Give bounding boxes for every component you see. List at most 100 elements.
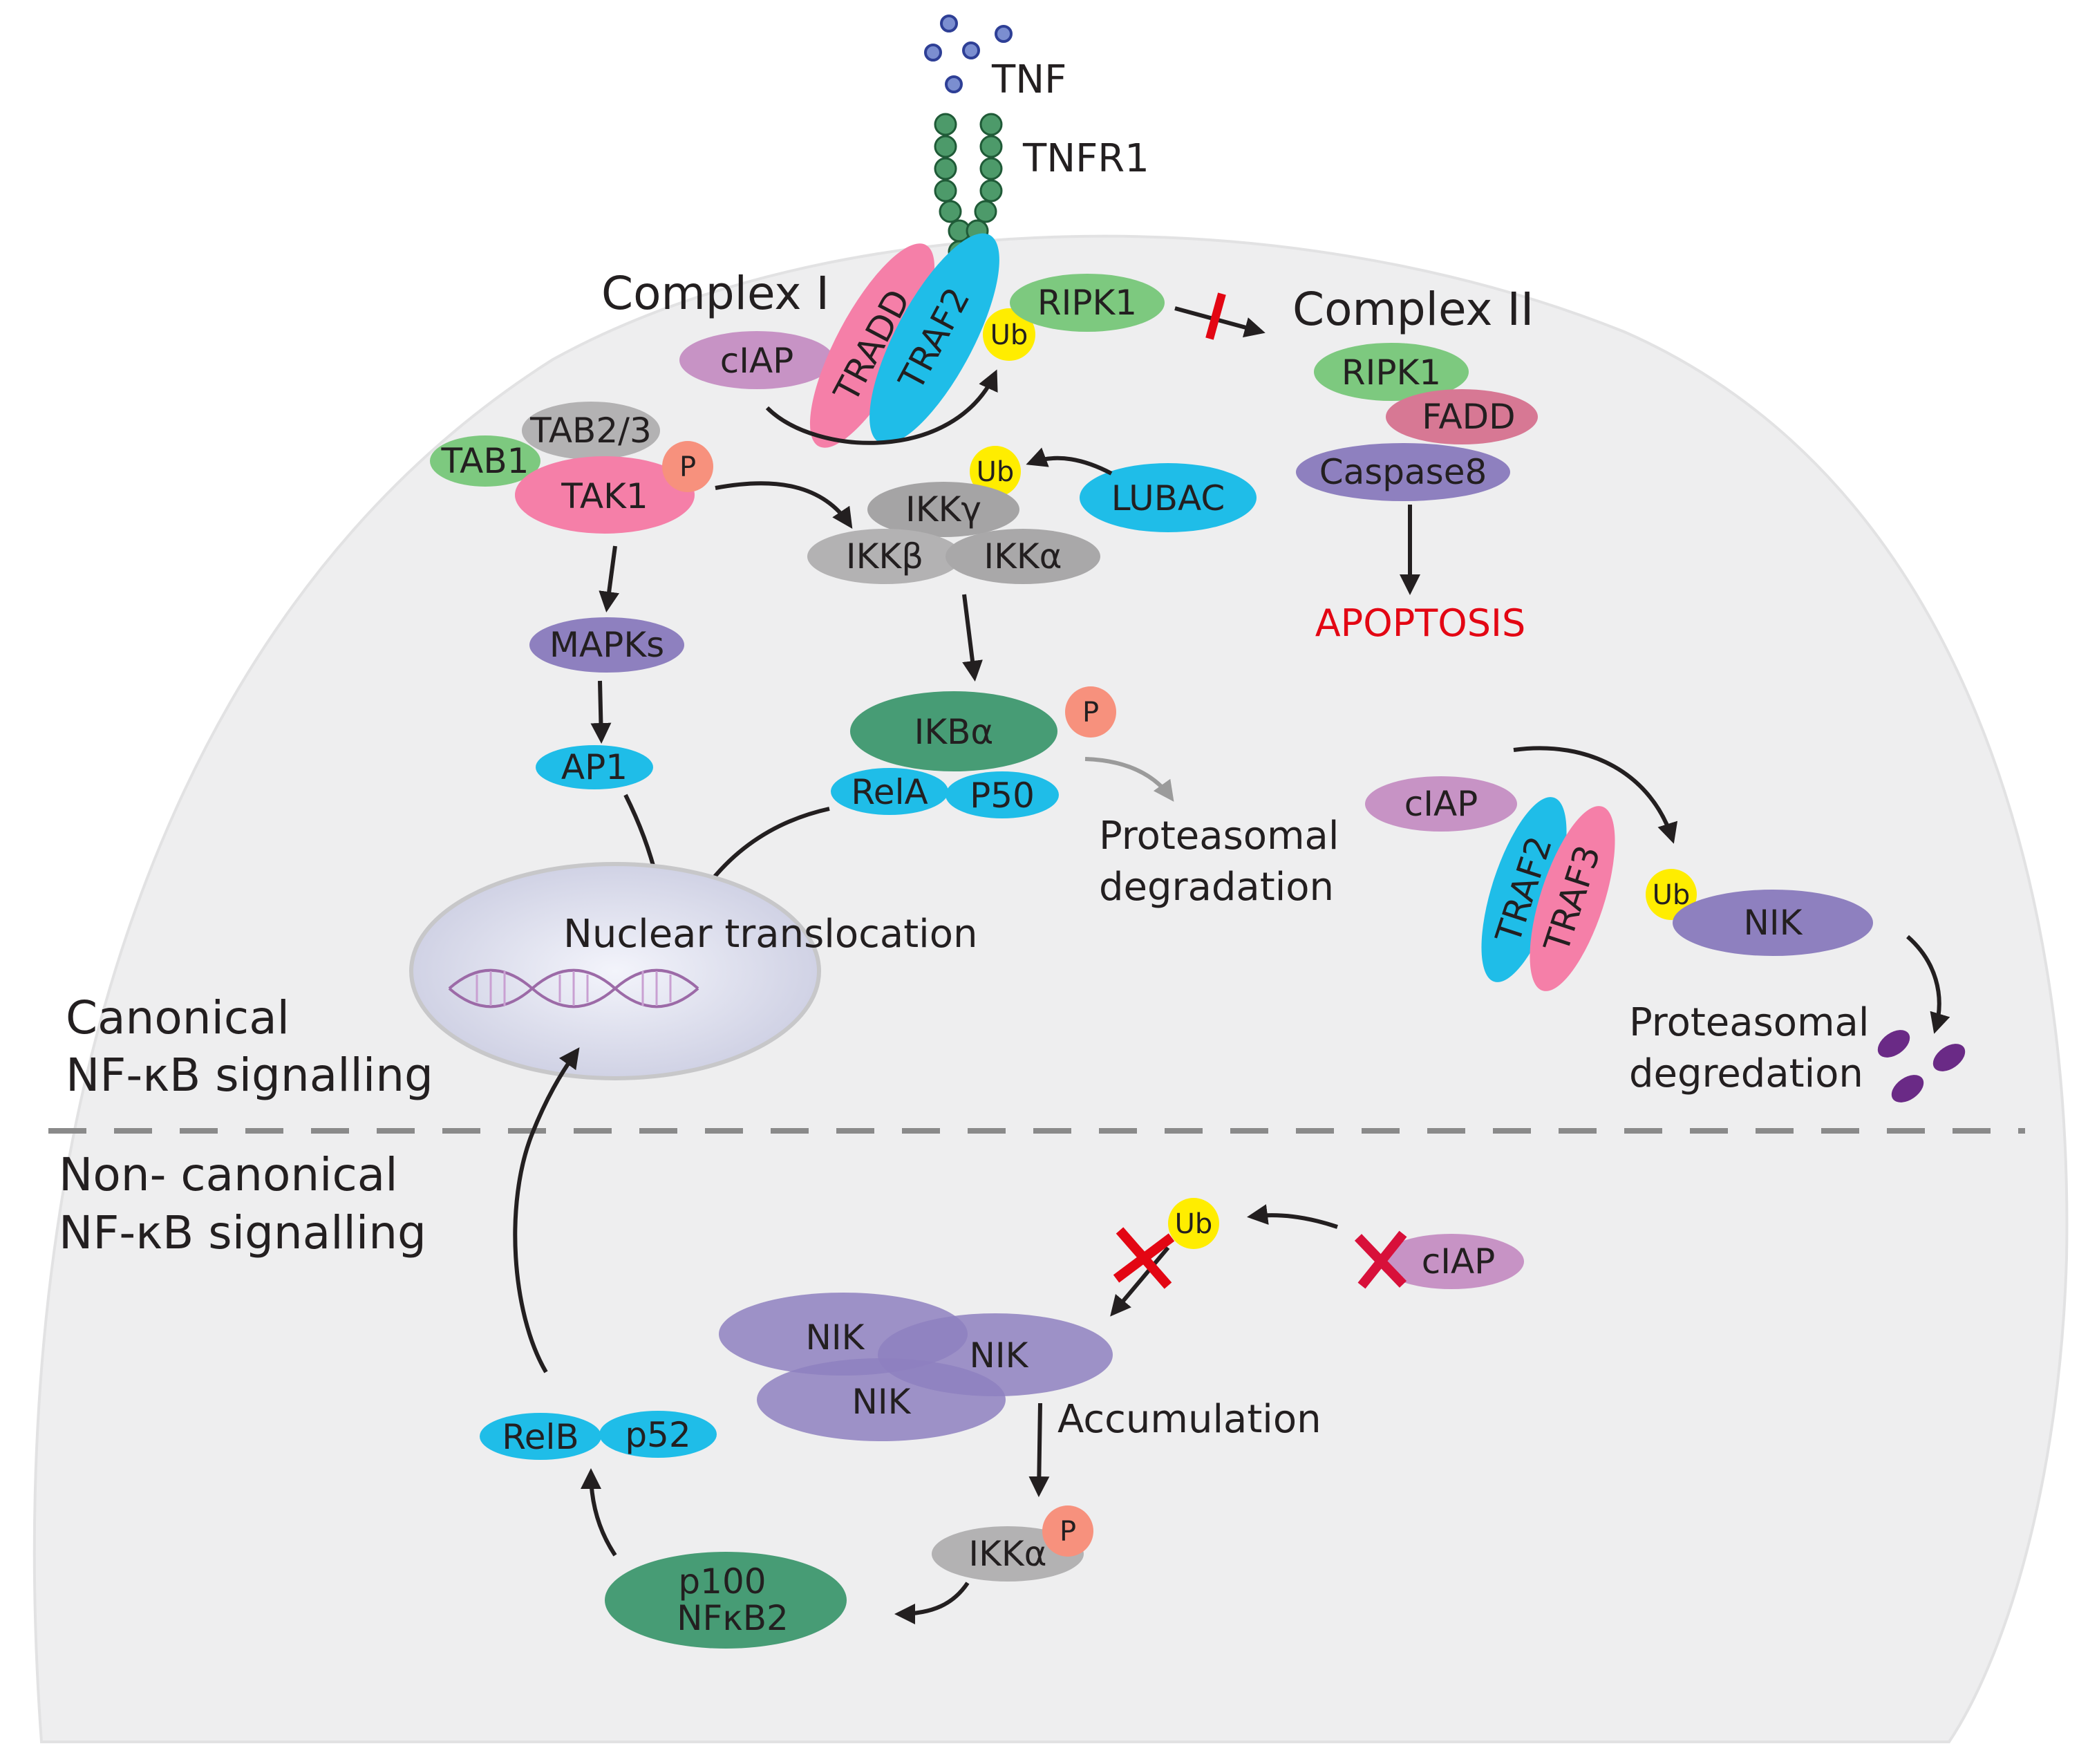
complex-one-label: Complex I [601,267,829,320]
ikka-to-p100-arrow [894,1582,970,1624]
ciap-to-nik-arrow [1513,746,1678,844]
tak1-protein: TAK1 [515,456,695,534]
ciap-inhibited-mark-icon [1354,1230,1407,1289]
relb-protein: RelB [480,1413,601,1460]
svg-text:P50: P50 [970,776,1035,816]
ap1-protein: AP1 [536,745,653,789]
ripk1-complex-two: RIPK1 [1314,343,1469,401]
svg-text:IKKα: IKKα [984,536,1062,576]
svg-text:IKKβ: IKKβ [846,536,923,576]
phospho-badge-tak1: P [662,441,713,492]
ciap-noncanonical-bottom: cIAP [1379,1234,1524,1289]
ikk-beta-protein: IKKβ [807,529,962,584]
complex-two-label: Complex II [1292,283,1534,336]
phospho-badge-ikba: P [1065,686,1116,738]
caspase8-protein: Caspase8 [1296,443,1510,501]
ub-to-nik-arrow-blocked [1110,1246,1170,1317]
svg-text:p52: p52 [625,1415,690,1455]
nik-protein-degraded: NIK [1673,890,1873,956]
lubac-protein: LUBAC [1080,463,1257,532]
svg-text:NIK: NIK [1744,903,1803,943]
svg-text:RIPK1: RIPK1 [1037,283,1137,323]
svg-text:IKKα: IKKα [968,1534,1046,1574]
svg-text:IKBα: IKBα [914,712,994,752]
svg-text:p100: p100 [678,1561,766,1602]
tnfr1-label: TNFR1 [1022,136,1149,181]
ikk-alpha-protein: IKKα [946,529,1100,584]
svg-text:TAK1: TAK1 [561,476,648,516]
svg-text:LUBAC: LUBAC [1111,478,1225,518]
dna-icon [448,968,699,1008]
svg-text:RelB: RelB [502,1417,578,1457]
svg-text:NIK: NIK [852,1382,912,1422]
p52-protein: p52 [599,1411,717,1458]
tnf-ligand-icon [924,15,1013,93]
p50-protein: P50 [946,771,1059,818]
noncanonical-title-line1: Non- canonical [59,1148,398,1201]
ikk-gamma-protein: IKKγ [867,482,1019,537]
svg-text:Ub: Ub [1653,879,1691,911]
p100-to-relb-arrow [581,1468,617,1557]
svg-text:Caspase8: Caspase8 [1319,452,1487,492]
canonical-title-line1: Canonical [66,991,290,1044]
svg-text:TAB1: TAB1 [441,441,529,481]
ubiquitination-blocked-mark-icon [1113,1227,1175,1289]
svg-text:RIPK1: RIPK1 [1342,353,1441,393]
ripk1-complex-one: RIPK1 [1010,274,1165,332]
nucleus [409,862,821,1080]
degredation-label-nik: degredation [1629,1051,1863,1096]
relb-p52-to-nucleus-arrow [513,1047,580,1373]
ub-badge-nik: Ub [1646,869,1697,920]
svg-text:MAPKs: MAPKs [549,625,664,665]
nuclear-translocation-label: Nuclear translocation [563,912,977,957]
svg-text:NIK: NIK [970,1335,1029,1376]
rela-protein: RelA [831,768,948,815]
ciap-noncanonical-top: cIAP [1365,776,1517,832]
svg-text:TAB2/3: TAB2/3 [529,411,652,451]
svg-text:RelA: RelA [851,772,928,812]
svg-text:AP1: AP1 [561,747,628,787]
lubac-to-ub-arrow [1026,447,1113,476]
ikk-to-ikba-arrow [962,594,983,682]
traf3-protein: TRAF3 [1530,806,1615,991]
svg-text:P: P [1060,1516,1076,1548]
svg-text:IKKγ: IKKγ [905,489,981,529]
svg-text:NFκB2: NFκB2 [677,1598,789,1638]
phospho-badge-ikka: P [1042,1505,1093,1557]
ikba-degradation-arrow [1084,757,1174,802]
ciap-to-ub-arrow-noncanonical [1247,1204,1338,1229]
svg-text:Ub: Ub [990,319,1028,351]
svg-text:Ub: Ub [977,456,1015,488]
svg-text:cIAP: cIAP [720,341,794,381]
ciap-complex-one: cIAP [679,331,834,389]
mapks-to-ap1-arrow [590,680,612,744]
svg-text:NIK: NIK [806,1317,865,1358]
tak1-to-mapks-arrow [599,545,620,612]
svg-text:P: P [679,451,696,483]
ub-badge-ikk: Ub [970,446,1021,497]
accumulation-label: Accumulation [1057,1397,1321,1442]
nik-accumulated-cluster: NIK NIK NIK [719,1293,1113,1441]
apoptosis-label: APOPTOSIS [1315,601,1526,645]
tab1-protein: TAB1 [430,435,540,487]
nik-degradation-arrow [1906,935,1950,1034]
block-mark-icon [1205,292,1226,340]
tak1-to-ikk-arrow [715,481,853,529]
tab23-protein: TAB2/3 [522,402,660,460]
noncanonical-title-line2: NF-κB signalling [59,1206,426,1259]
canonical-title-line2: NF-κB signalling [66,1049,433,1102]
degradation-label-canonical: degradation [1099,865,1334,910]
ciap-ubiquitination-arrow [765,369,998,445]
degraded-fragments-icon [1877,1030,1966,1102]
ub-badge-complex-one: Ub [983,308,1035,361]
svg-text:cIAP: cIAP [1404,784,1478,824]
mapks-protein: MAPKs [529,617,684,673]
proteasomal-label-nik: Proteasomal [1629,1000,1869,1045]
p100-nfkb2-protein: p100 NFκB2 [605,1552,847,1649]
svg-text:Ub: Ub [1175,1208,1213,1240]
svg-text:FADD: FADD [1422,397,1515,437]
nik-to-ikka-arrow [1028,1402,1050,1497]
ub-badge-noncanonical: Ub [1168,1198,1219,1249]
ikba-protein: IKBα [850,691,1057,771]
